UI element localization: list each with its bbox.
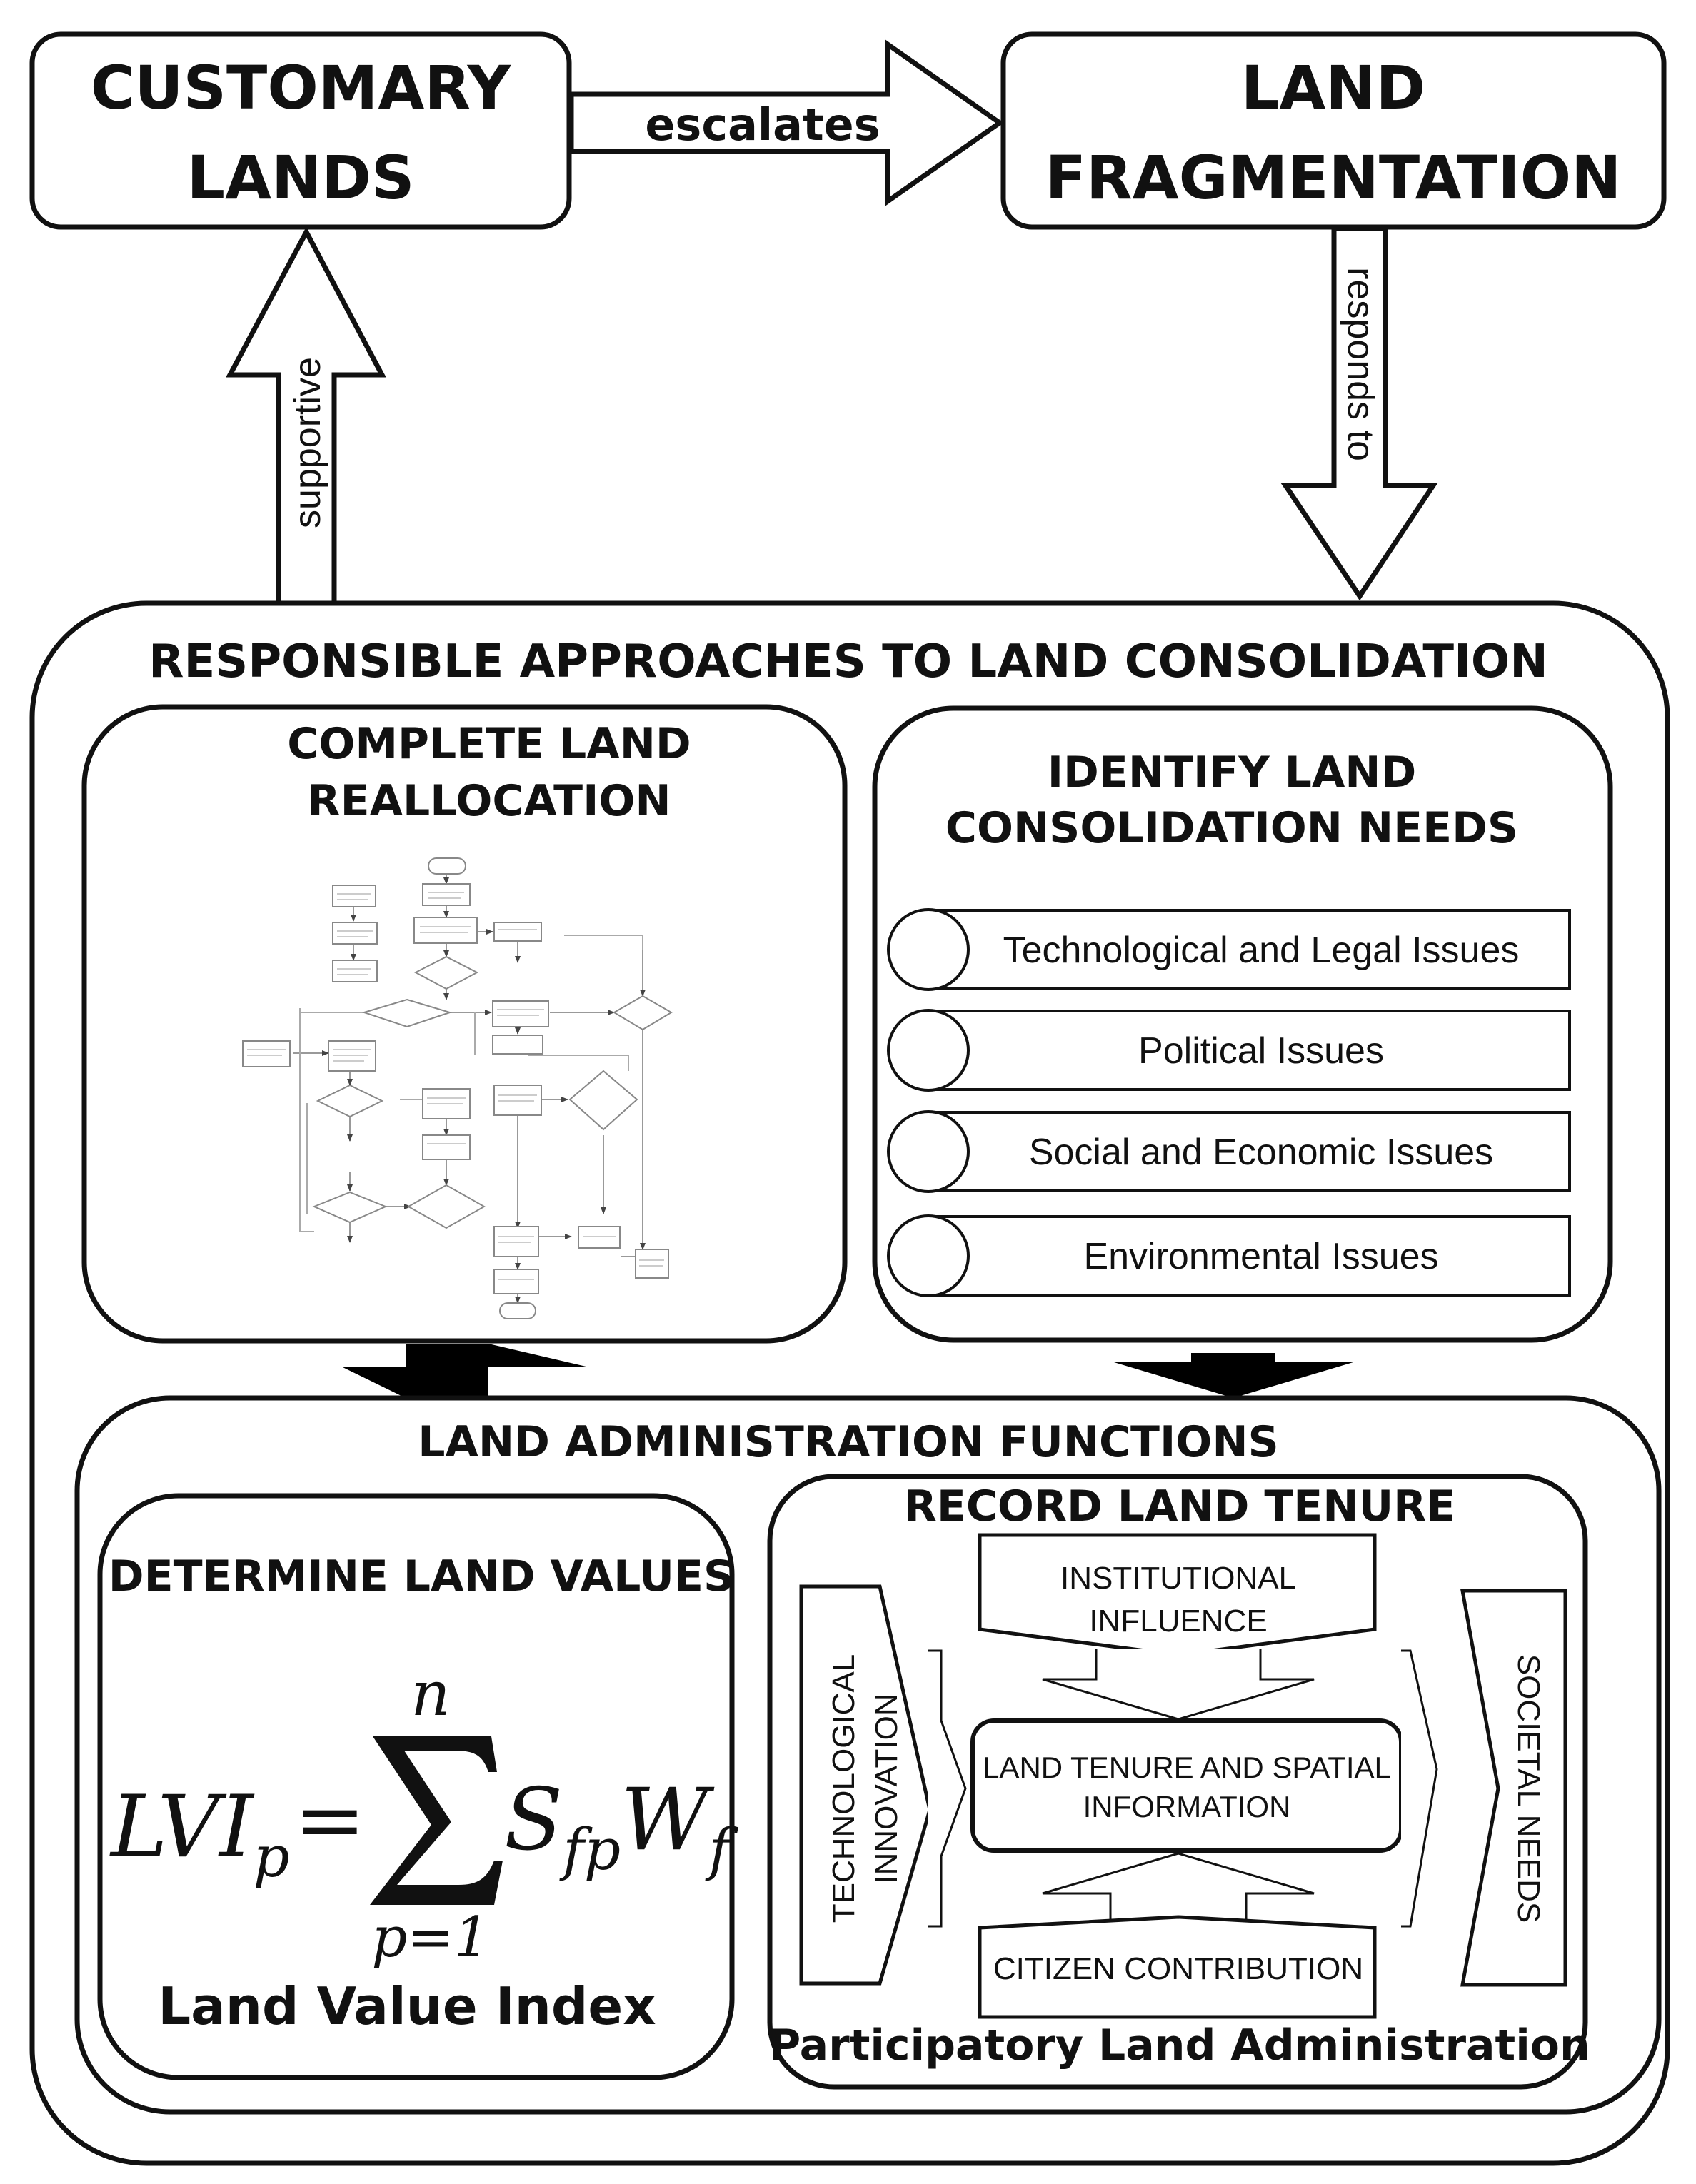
needs-title-line2: CONSOLIDATION NEEDS — [945, 803, 1518, 853]
customary-lands-line1: CUSTOMARY — [91, 53, 512, 123]
formula-sum-lower: p=1 — [372, 1906, 490, 1970]
land-fragmentation-line1: LAND — [1241, 53, 1426, 123]
reallocation-flowchart-thumbnail — [242, 857, 673, 1319]
formula-sum-upper: n — [411, 1659, 450, 1730]
needs-title-line1: IDENTIFY LAND — [1048, 748, 1417, 797]
institutional-line2: INFLUENCE — [1089, 1604, 1267, 1639]
down-arrow-from-needs — [1114, 1353, 1353, 1398]
escalates-label: escalates — [645, 99, 880, 151]
citizen-contribution-label: CITIZEN CONTRIBUTION — [993, 1951, 1363, 1986]
needs-item-technological-legal: Technological and Legal Issues — [887, 908, 1571, 991]
customary-lands-line2: LANDS — [186, 143, 414, 213]
needs-item-environmental: Environmental Issues — [887, 1214, 1571, 1297]
formula-lhs: LVIp — [109, 1778, 290, 1890]
responds-to-label: responds to — [1340, 267, 1381, 461]
institutional-line1: INSTITUTIONAL — [1060, 1561, 1296, 1596]
land-value-index-caption: Land Value Index — [158, 1976, 656, 2036]
land-value-index-formula: LVIp = n p=1 SfpWf — [109, 1659, 738, 1970]
reallocation-title-line2: REALLOCATION — [307, 776, 671, 826]
societal-needs-block — [1460, 1589, 1567, 1987]
needs-item-label: Technological and Legal Issues — [1003, 930, 1520, 971]
needs-item-social-economic: Social and Economic Issues — [887, 1110, 1571, 1193]
land-fragmentation-line2: FRAGMENTATION — [1045, 143, 1622, 213]
land-tenure-spatial-info-box — [970, 1718, 1403, 1853]
center-to-societal-arrow — [1401, 1649, 1438, 1928]
land-administration-container — [74, 1395, 1662, 2115]
land-values-title: DETERMINE LAND VALUES — [109, 1551, 734, 1601]
land-tenure-title: RECORD LAND TENURE — [904, 1481, 1456, 1531]
needs-item-label: Social and Economic Issues — [1029, 1132, 1493, 1173]
reallocation-title-line1: COMPLETE LAND — [287, 719, 691, 769]
needs-item-label: Political Issues — [1138, 1030, 1384, 1072]
up-arrow-to-reallocation — [343, 1344, 589, 1398]
supportive-label: supportive — [287, 357, 328, 528]
needs-item-label: Environmental Issues — [1083, 1236, 1438, 1277]
institutional-influence-block — [978, 1533, 1377, 1657]
responsible-approaches-container — [29, 600, 1670, 2166]
complete-land-reallocation-box — [81, 704, 848, 1344]
sigma-symbol — [370, 1736, 503, 1905]
technological-line1: TECHNOLOGICAL — [826, 1654, 861, 1923]
center-line1: LAND TENURE AND SPATIAL — [983, 1751, 1391, 1784]
technological-innovation-block — [799, 1584, 932, 1986]
technological-line2: INNOVATION — [869, 1693, 904, 1883]
formula-terms: SfpWf — [504, 1771, 738, 1883]
formula-equals: = — [294, 1771, 366, 1870]
supportive-arrow — [226, 226, 386, 606]
societal-needs-label: SOCIETAL NEEDS — [1511, 1654, 1546, 1923]
land-administration-title: LAND ADMINISTRATION FUNCTIONS — [418, 1417, 1279, 1467]
responds-to-arrow — [1280, 226, 1438, 601]
participatory-land-administration-caption: Participatory Land Administration — [769, 2021, 1590, 2070]
needs-item-political: Political Issues — [887, 1009, 1571, 1092]
escalates-arrow — [568, 39, 1005, 206]
citizen-to-center-arrow — [1042, 1852, 1315, 1933]
responsible-approaches-title: RESPONSIBLE APPROACHES TO LAND CONSOLIDA… — [149, 635, 1548, 688]
center-line2: INFORMATION — [1083, 1790, 1291, 1823]
technological-to-center-arrow — [928, 1649, 967, 1928]
citizen-contribution-block — [978, 1915, 1377, 2019]
